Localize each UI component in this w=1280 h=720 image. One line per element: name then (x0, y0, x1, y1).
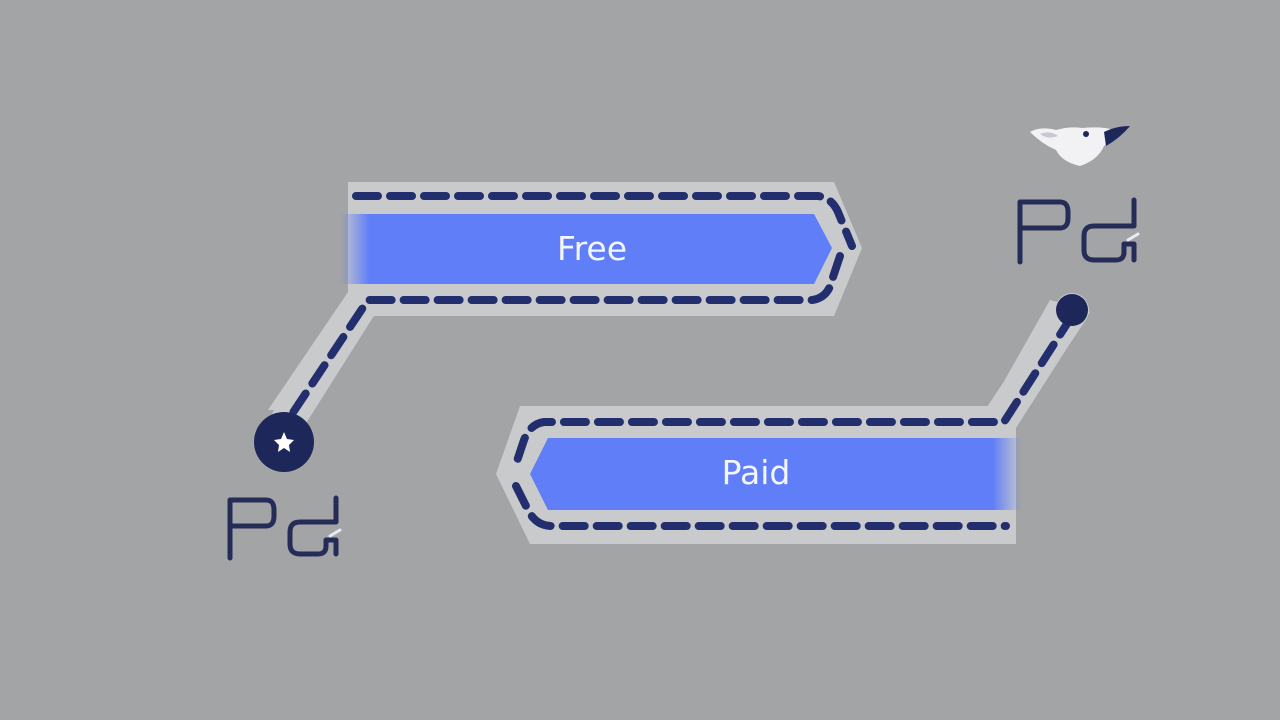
right-node[interactable] (1056, 294, 1088, 326)
free-dashes-bottom (288, 252, 844, 418)
free-banner[interactable] (340, 214, 832, 284)
star-icon (274, 432, 294, 452)
paid-dashes-top (510, 312, 1076, 474)
paid-banner[interactable] (530, 438, 1022, 510)
right-logo-mark-icon (1017, 197, 1140, 265)
paid-dashes-bottom (512, 482, 1010, 530)
paid-label: Paid (722, 453, 791, 492)
left-logo-mark-icon (227, 495, 342, 561)
left-node[interactable] (254, 412, 314, 472)
free-dashes-top (352, 192, 856, 250)
free-route: Free (268, 182, 862, 437)
paid-route: Paid (496, 293, 1090, 544)
bird-icon (1030, 126, 1130, 166)
free-label: Free (557, 229, 627, 268)
